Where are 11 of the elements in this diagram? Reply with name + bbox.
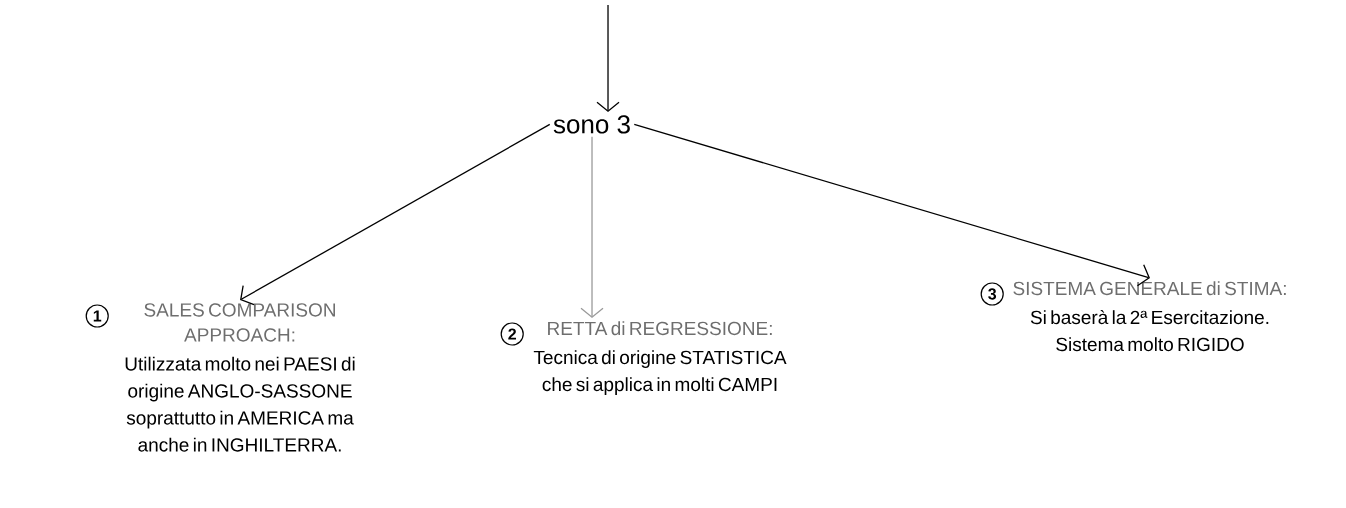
arrow	[633, 123, 1150, 287]
node-text: sono 3	[553, 115, 630, 134]
arrow	[580, 136, 604, 318]
callout-number: 2	[500, 322, 524, 346]
arrow	[596, 4, 620, 112]
arrow	[240, 123, 551, 306]
note-text: SISTEMA GENERALE di STIMA: Si baserà la 2ª Esercitazione. Sistema molto RIGIDO	[1013, 281, 1286, 352]
callout-number: 1	[85, 304, 109, 328]
note-text: RETTA di REGRESSIONE: Tecnica di origine STATISTICA che si applica in molti CAMPI	[533, 321, 787, 395]
callout-number: 3	[980, 282, 1004, 306]
note-text: SALES COMPARISON APPROACH: Utilizzata molto nei PAESI di origine ANGLO-SASSONE soprattutto in AMERICA ma anche in INGHILTERRA.	[125, 303, 355, 452]
